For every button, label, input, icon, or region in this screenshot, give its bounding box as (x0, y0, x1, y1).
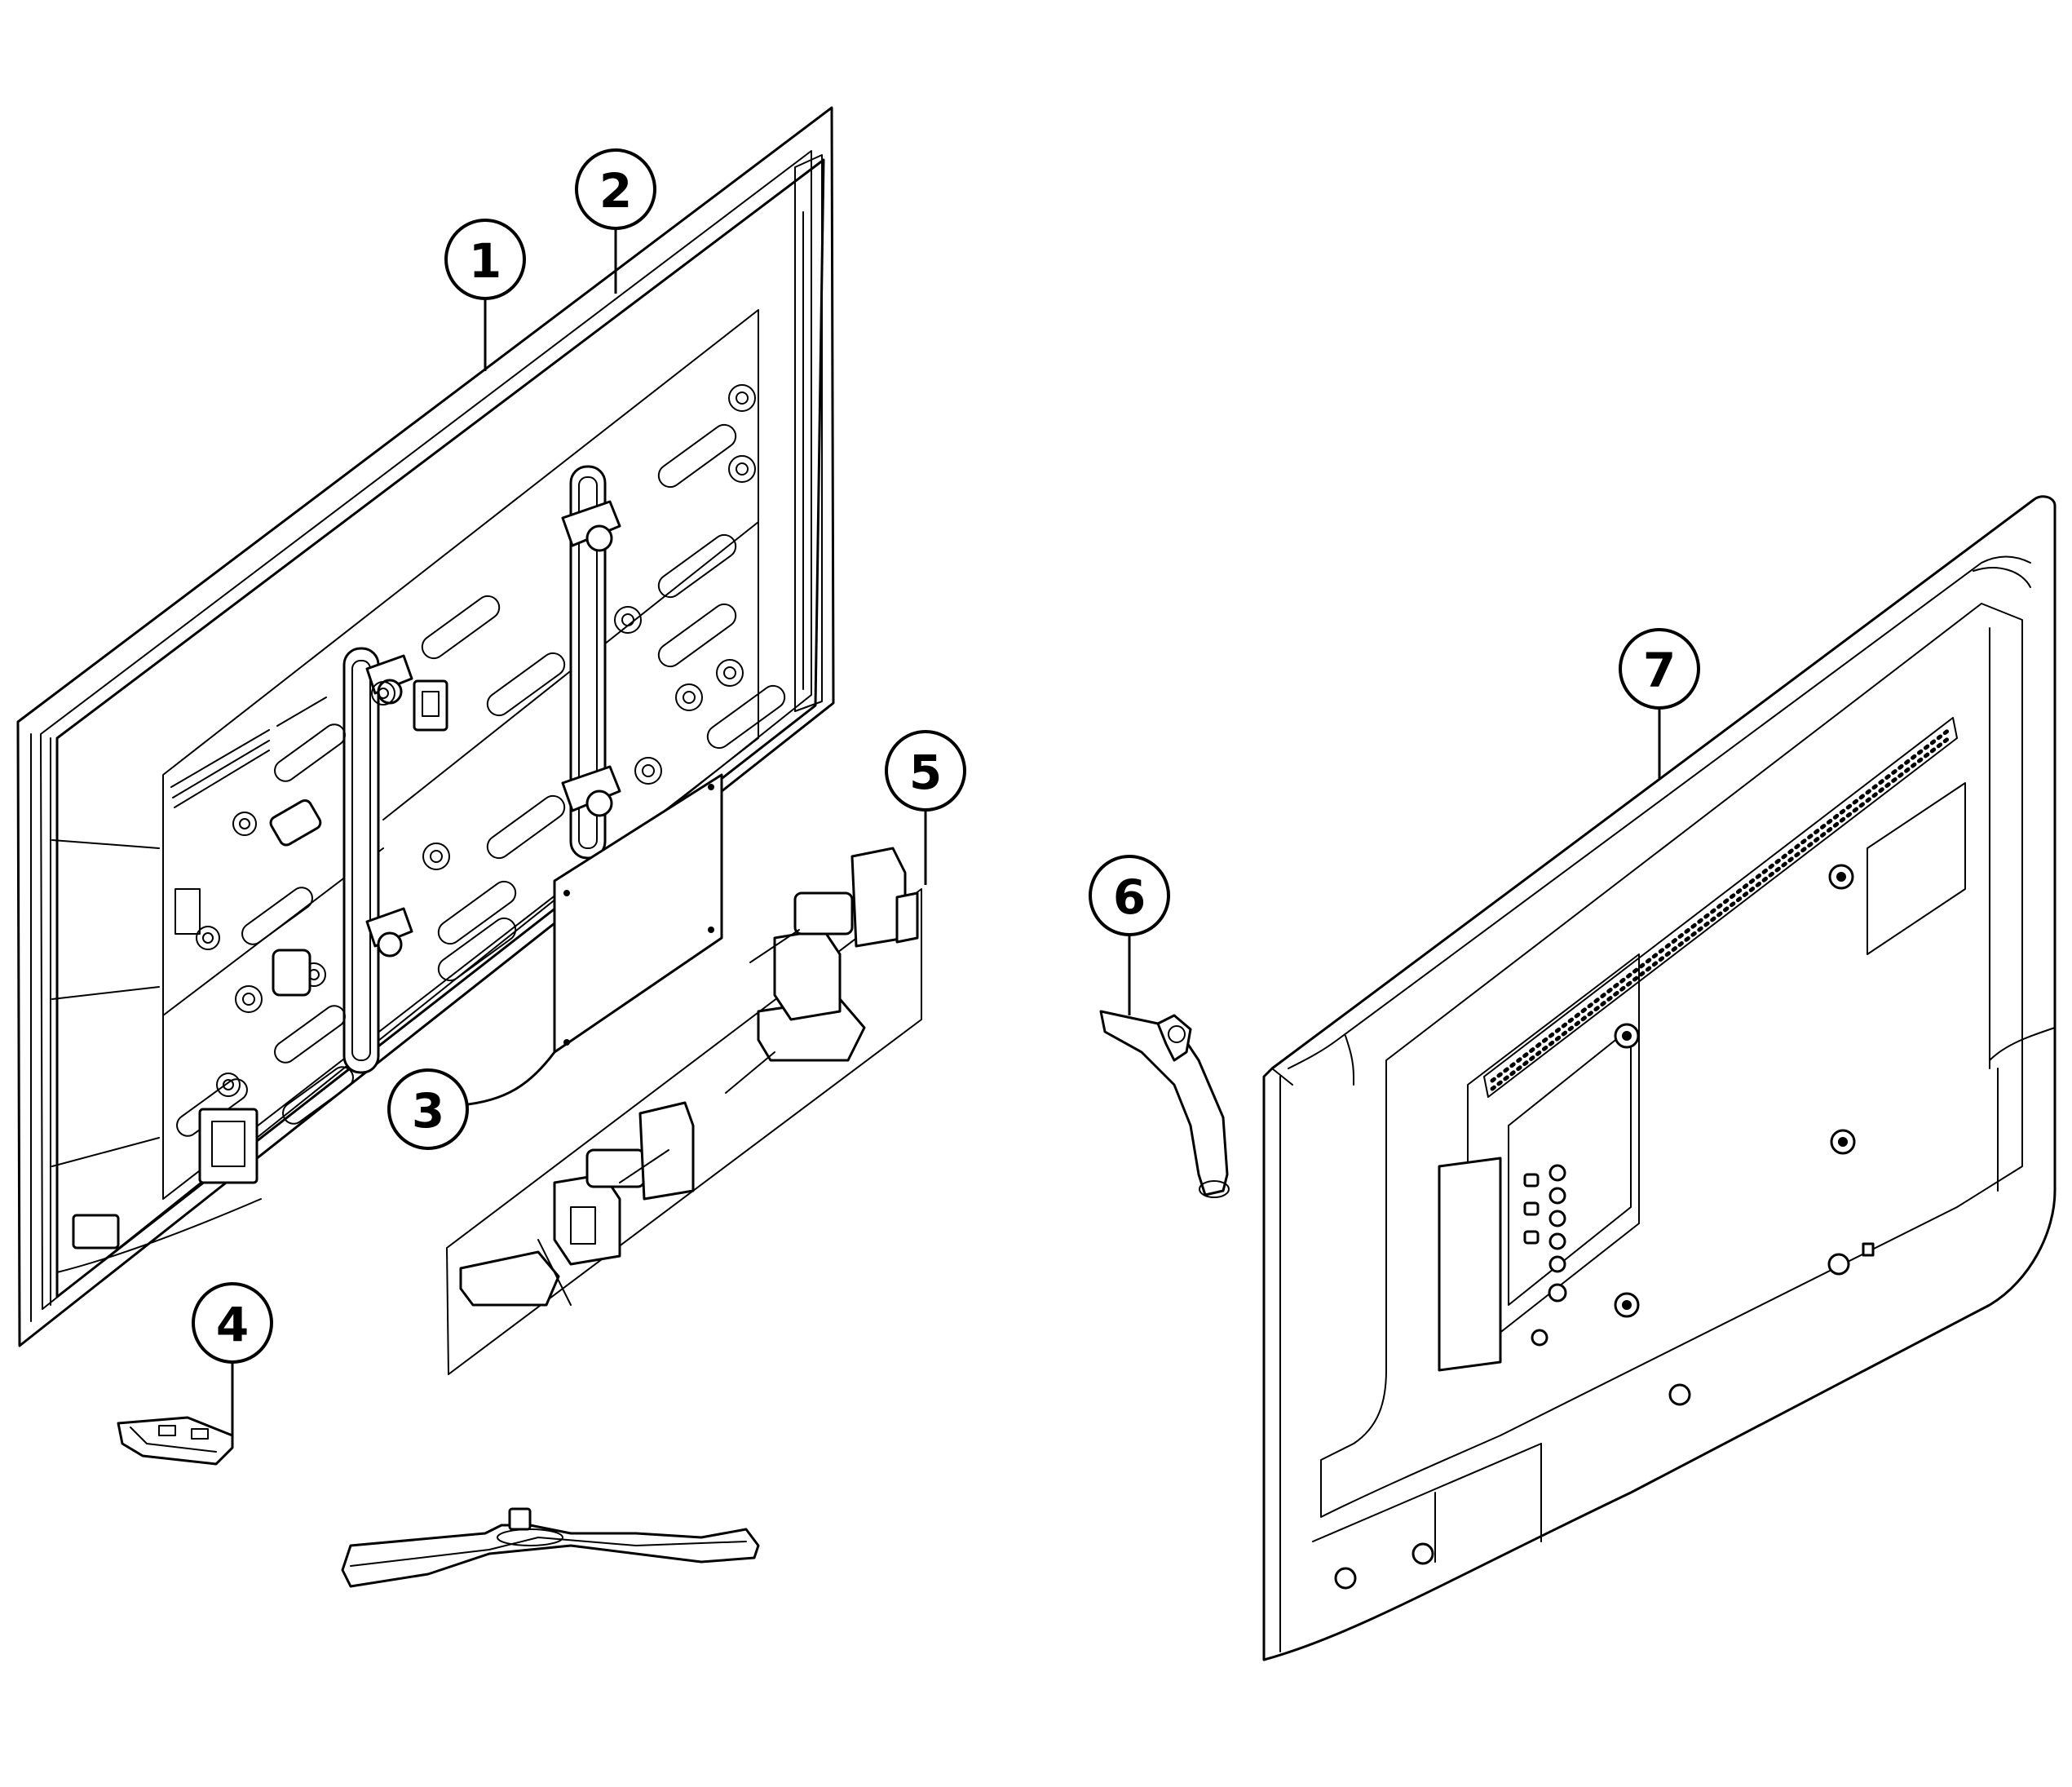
mounting-bosses (196, 384, 756, 1097)
part-3-board (553, 773, 723, 1054)
stand-base (341, 1507, 760, 1588)
callout-6-label: 6 (1113, 869, 1146, 925)
bottom-connector (198, 1108, 258, 1184)
leader-lines (231, 227, 1661, 1435)
callout-2: 2 (575, 148, 656, 230)
callout-5: 5 (885, 730, 966, 812)
callout-6: 6 (1089, 855, 1170, 936)
callout-2-label: 2 (599, 163, 632, 219)
callout-3: 3 (387, 1068, 469, 1150)
plate-jack (413, 679, 448, 732)
panel-assembly (16, 106, 835, 1347)
vent-grille (1483, 717, 1958, 1098)
callout-1: 1 (444, 219, 526, 300)
part-5-assembly (446, 847, 922, 1375)
rating-label (170, 697, 327, 808)
callout-5-label: 5 (909, 745, 942, 800)
part-7-rear-cover (1262, 495, 2057, 1661)
callout-4-label: 4 (216, 1297, 249, 1352)
vertical-bracket-right (569, 465, 607, 860)
part-6-neck (1099, 1010, 1230, 1198)
vertical-bracket-left (342, 647, 380, 1074)
part-4-bracket (117, 1416, 234, 1466)
callout-7: 7 (1619, 628, 1700, 710)
terminal-jacks (1523, 1164, 1567, 1347)
callout-4: 4 (192, 1282, 273, 1364)
callout-3-label: 3 (412, 1083, 444, 1139)
callout-7-label: 7 (1643, 643, 1676, 698)
cover-screws (1334, 864, 1875, 1590)
callout-1-label: 1 (469, 233, 501, 289)
mounting-slots (176, 423, 786, 1137)
